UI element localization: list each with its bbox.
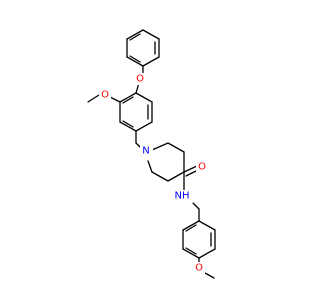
methoxy2-o-ch3-bond bbox=[204, 272, 215, 279]
atom-label-o-benzyl: O bbox=[136, 74, 144, 85]
piperidine-ring bbox=[147, 142, 185, 182]
atom-label-nh-amide: NH bbox=[175, 191, 190, 202]
atom-o-methoxy2: O bbox=[193, 262, 205, 274]
atom-label-n-piperidine: N bbox=[142, 146, 149, 157]
atom-nh-amide: NH bbox=[171, 190, 193, 203]
atom-label-o-carbonyl: O bbox=[198, 162, 206, 173]
atom-o-benzyl-ether: O bbox=[134, 73, 146, 85]
atom-label-o-methoxy1: O bbox=[101, 90, 109, 101]
methoxyphenyl-ring bbox=[182, 220, 216, 259]
benzyl-phenyl-ring bbox=[126, 29, 160, 67]
atom-n-piperidine: N bbox=[140, 145, 153, 158]
molecule-svg: O O N O NH O bbox=[87, 29, 216, 279]
structure-diagram: O O N O NH O bbox=[87, 29, 216, 279]
carbonyl-double-bond-a bbox=[183, 165, 198, 173]
methoxy1-ring-o-bond bbox=[109, 96, 121, 103]
atom-o-carbonyl: O bbox=[196, 161, 208, 173]
central-aromatic-ring bbox=[119, 92, 153, 132]
atom-label-o-methoxy2: O bbox=[195, 263, 203, 274]
methoxy1-o-ch3-bond bbox=[87, 94, 100, 103]
atom-o-methoxy1: O bbox=[99, 89, 111, 101]
